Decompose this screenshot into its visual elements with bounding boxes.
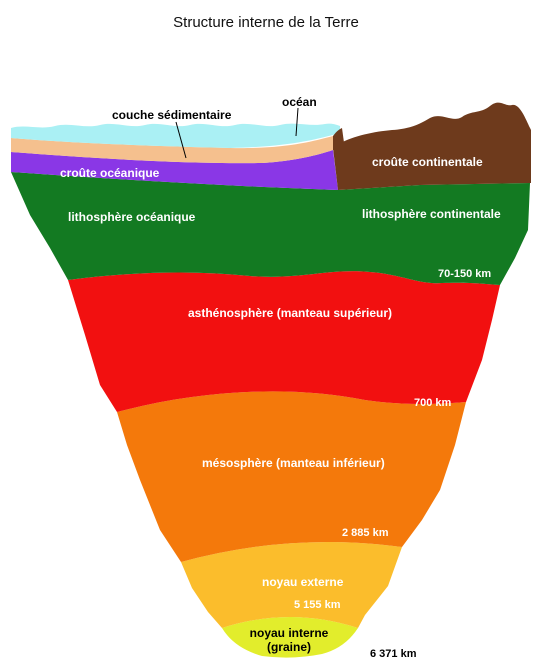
asthenosphere-layer xyxy=(68,271,500,412)
asthenosphere-label: asthénosphère (manteau supérieur) xyxy=(188,306,392,320)
depth-mesosphere-label: 2 885 km xyxy=(342,527,389,539)
oceanic-crust-label: croûte océanique xyxy=(60,166,160,180)
depth-lithosphere-label: 70-150 km xyxy=(438,268,491,280)
depth-inner-core-label: 6 371 km xyxy=(370,648,417,660)
depth-asthenosphere-label: 700 km xyxy=(414,397,452,409)
inner-core-sublabel: (graine) xyxy=(267,640,311,654)
oceanic-lithosphere-label: lithosphère océanique xyxy=(68,210,196,224)
mesosphere-layer xyxy=(117,391,466,562)
mesosphere-label: mésosphère (manteau inférieur) xyxy=(202,456,385,470)
continental-crust-layer xyxy=(333,103,531,190)
continental-crust-label: croûte continentale xyxy=(372,155,483,169)
depth-outer-core-label: 5 155 km xyxy=(294,599,341,611)
ocean-label: océan xyxy=(282,95,317,109)
diagram-title: Structure interne de la Terre xyxy=(173,14,359,31)
continental-lithosphere-label: lithosphère continentale xyxy=(362,207,501,221)
outer-core-label: noyau externe xyxy=(262,575,344,589)
inner-core-label: noyau interne xyxy=(250,626,329,640)
sedimentary-label: couche sédimentaire xyxy=(112,108,232,122)
